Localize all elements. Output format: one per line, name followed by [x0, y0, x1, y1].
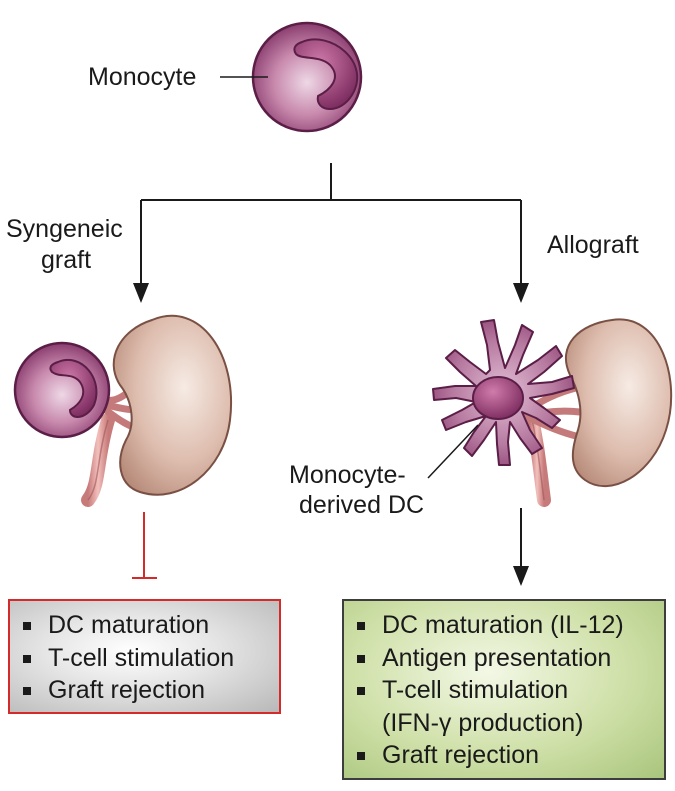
- syngeneic-graft-label-line2: graft: [41, 246, 92, 274]
- branch-connector: [140, 163, 522, 285]
- list-item: Graft rejection: [20, 674, 279, 707]
- allograft-label: Allograft: [547, 231, 639, 259]
- monocyte-label: Monocyte: [88, 63, 197, 91]
- bullet-icon: [23, 654, 31, 663]
- bullet-icon: [357, 622, 365, 630]
- monocyte-derived-dc-label-line2: derived DC: [299, 491, 425, 519]
- allograft-outcomes-box: DC maturation (IL-12) Antigen presentati…: [342, 599, 666, 780]
- syngeneic-graft-label-line1: Syngeneic: [6, 215, 123, 243]
- list-item: Graft rejection: [354, 739, 664, 772]
- bullet-icon: [357, 654, 365, 663]
- bullet-icon: [357, 687, 365, 695]
- list-item: DC maturation (IL-12): [354, 609, 664, 642]
- syngeneic-outcomes-list: DC maturation T-cell stimulation Graft r…: [10, 601, 279, 707]
- bullet-icon: [23, 687, 31, 695]
- allograft-kidney: [523, 318, 673, 507]
- bullet-icon: [23, 622, 31, 630]
- allograft-outcomes-list: DC maturation (IL-12) Antigen presentati…: [344, 601, 664, 772]
- list-item: Antigen presentation: [354, 642, 664, 675]
- list-item: T-cell stimulation: [354, 674, 664, 707]
- inhibition-symbol: [132, 512, 157, 579]
- syngeneic-monocyte: [13, 341, 111, 439]
- bullet-icon: [357, 752, 365, 760]
- list-item: DC maturation: [20, 609, 279, 642]
- dc-label-line: [427, 424, 479, 479]
- arrow-to-syngeneic: [133, 283, 149, 303]
- monocyte-cell: [251, 21, 363, 133]
- dendritic-cell: [432, 319, 575, 466]
- syngeneic-kidney: [81, 314, 233, 507]
- syngeneic-outcomes-box: DC maturation T-cell stimulation Graft r…: [8, 599, 281, 714]
- list-item: T-cell stimulation: [20, 642, 279, 675]
- list-item-continuation: (IFN-γ production): [382, 708, 584, 737]
- arrow-to-allograft: [513, 283, 529, 303]
- arrow-to-allograft-outcomes: [513, 566, 529, 586]
- monocyte-derived-dc-label-line1: Monocyte-: [289, 461, 406, 489]
